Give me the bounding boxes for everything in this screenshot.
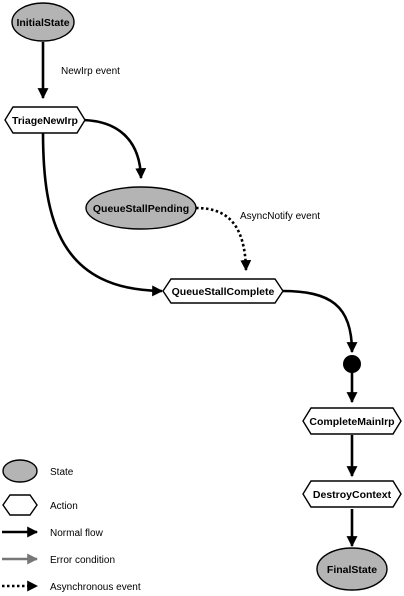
- legend-error-condition-label: Error condition: [50, 555, 115, 566]
- edges: [37, 42, 358, 548]
- junction-dot: [343, 355, 361, 373]
- edge-label-new-irp-event: NewIrp event: [61, 66, 120, 77]
- legend-action-label: Action: [50, 501, 78, 512]
- edge-queuestallpending-to-queuestallcomplete: [195, 206, 252, 272]
- action-triage-new-irp: TriageNewIrp: [4, 106, 86, 134]
- action-complete-main-irp: CompleteMainIrp: [302, 407, 402, 435]
- state-queue-stall-pending: QueueStallPending: [85, 186, 197, 230]
- state-final-state-label: FinalState: [327, 564, 377, 576]
- action-destroy-context: DestroyContext: [302, 480, 402, 508]
- action-queue-stall-complete: QueueStallComplete: [162, 278, 284, 304]
- state-initial-state-label: InitialState: [16, 17, 69, 29]
- legend-state-swatch: [2, 459, 38, 483]
- edge-queuestallcomplete-to-junction: [281, 289, 358, 354]
- action-queue-stall-complete-label: QueueStallComplete: [172, 286, 275, 298]
- state-final-state: FinalState: [316, 547, 388, 591]
- edge-label-async-notify-event: AsyncNotify event: [240, 211, 320, 222]
- legend-asynchronous-event-label: Asynchronous event: [50, 582, 141, 593]
- action-triage-new-irp-label: TriageNewIrp: [12, 115, 78, 127]
- legend-action-swatch: [2, 494, 38, 516]
- action-destroy-context-label: DestroyContext: [313, 489, 392, 501]
- edge-triage-to-queuestallpending: [79, 118, 147, 180]
- state-initial-state: InitialState: [11, 2, 75, 42]
- legend-state-label: State: [50, 467, 74, 478]
- action-complete-main-irp-label: CompleteMainIrp: [309, 416, 394, 428]
- legend: State Action Normal flow Error condition…: [2, 459, 141, 593]
- edge-triage-to-queuestallcomplete: [41, 131, 164, 297]
- legend-normal-flow-label: Normal flow: [50, 528, 104, 539]
- state-queue-stall-pending-label: QueueStallPending: [93, 203, 189, 215]
